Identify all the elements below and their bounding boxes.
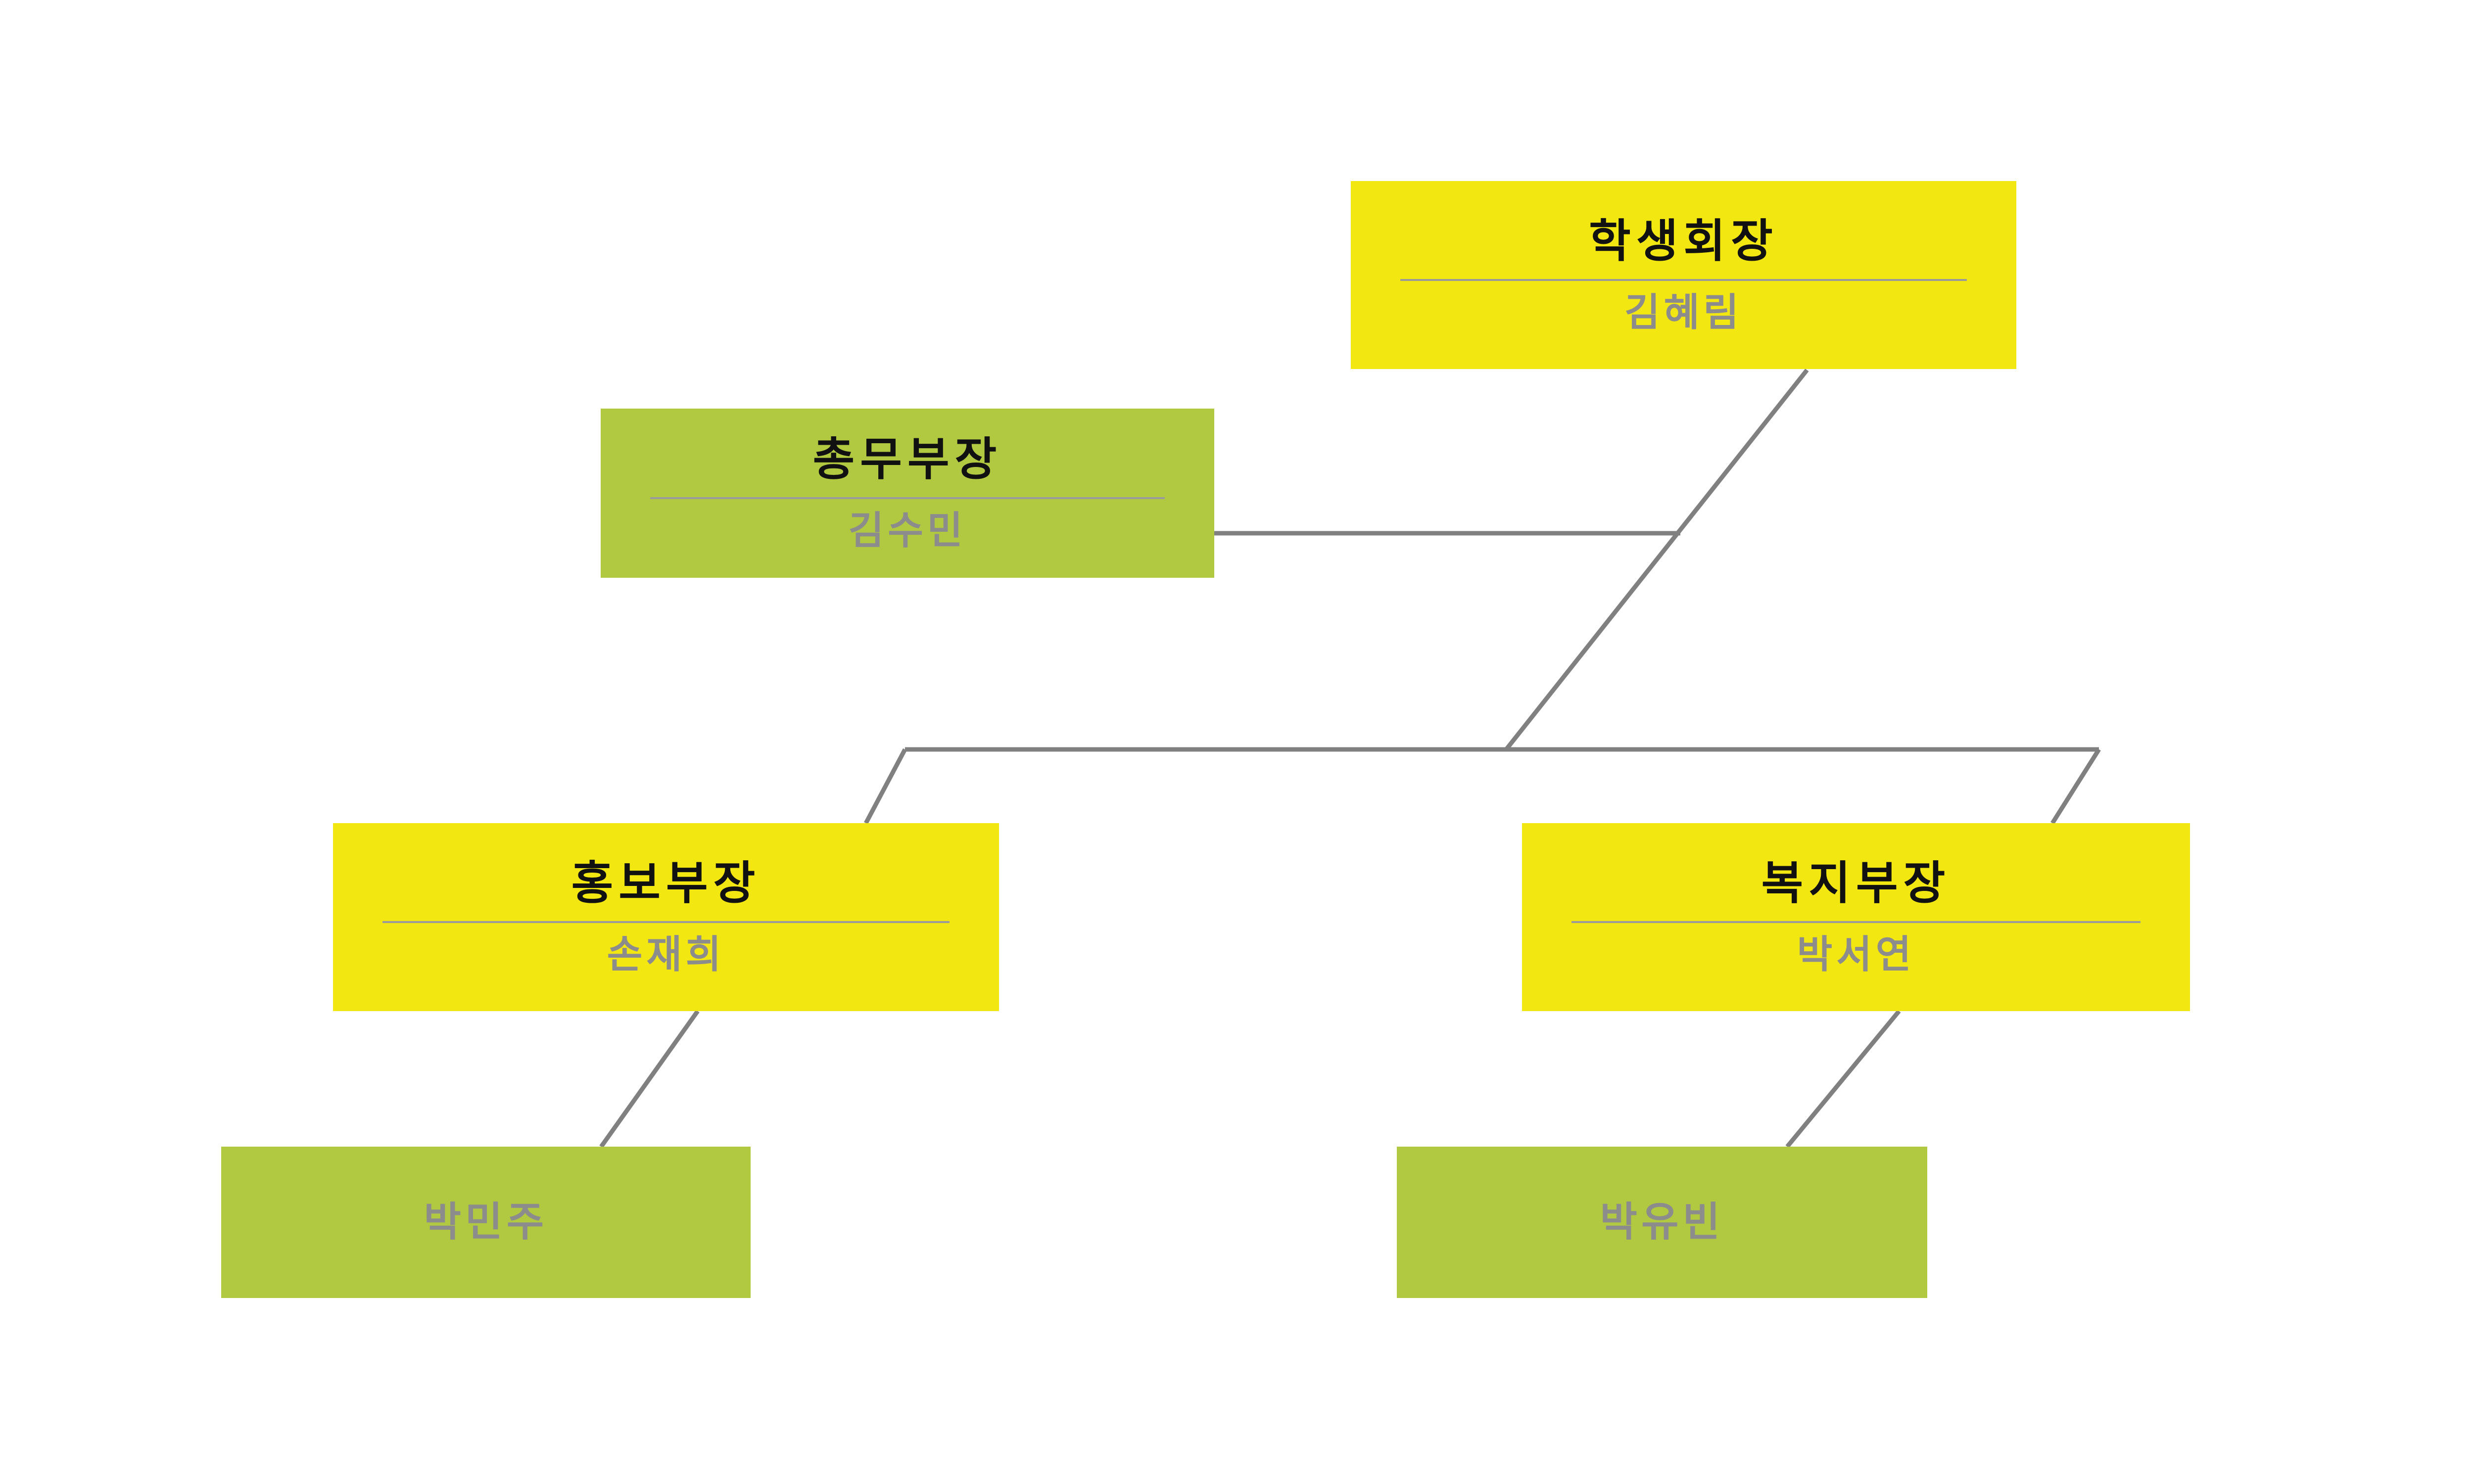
node-public-relations: 홍보부장 손재희 <box>333 823 999 1011</box>
node-general-affairs-name: 김수민 <box>848 508 967 553</box>
node-welfare-name: 박서연 <box>1797 932 1915 977</box>
node-general-affairs-title: 총무부장 <box>812 432 1002 486</box>
node-president-title: 학생회장 <box>1589 214 1778 268</box>
node-president-name: 김혜림 <box>1624 290 1743 335</box>
node-member-left-name: 박민주 <box>424 1198 548 1246</box>
title-separator <box>650 497 1165 499</box>
connector-pr-to-member-left <box>599 1010 700 1148</box>
connector-president-to-junction <box>1504 369 1809 751</box>
node-member-right-name: 박유빈 <box>1600 1198 1724 1246</box>
connector-welfare-to-member-right <box>1785 1010 1901 1148</box>
node-public-relations-title: 홍보부장 <box>571 856 761 910</box>
connector-to-welfare <box>2050 748 2101 825</box>
node-welfare-title: 복지부장 <box>1761 856 1951 910</box>
node-president: 학생회장 김혜림 <box>1351 181 2016 369</box>
node-general-affairs: 총무부장 김수민 <box>601 409 1214 578</box>
title-separator <box>1571 921 2141 923</box>
title-separator <box>1400 278 1967 281</box>
node-welfare: 복지부장 박서연 <box>1522 823 2190 1011</box>
title-separator <box>382 921 950 923</box>
node-member-right: 박유빈 <box>1397 1147 1927 1298</box>
node-member-left: 박민주 <box>221 1147 751 1298</box>
connector-to-public-relations <box>864 748 907 825</box>
node-public-relations-name: 손재희 <box>607 932 725 977</box>
